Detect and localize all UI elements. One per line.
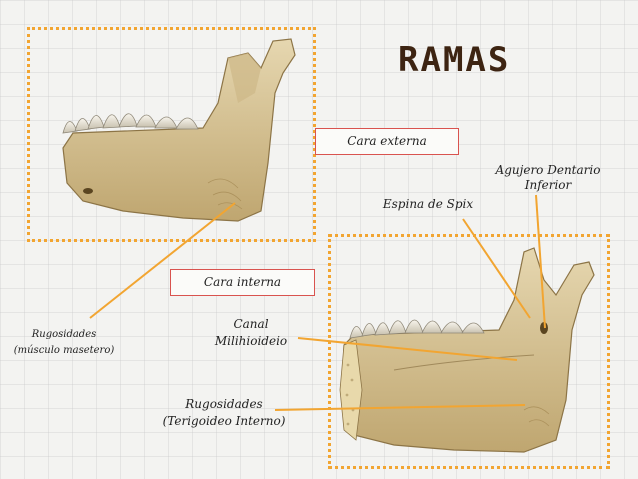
label-agujero-line2: Inferior bbox=[524, 178, 572, 192]
label-canal-line2: Milihioideio bbox=[214, 334, 288, 348]
label-rug-terig-line1: Rugosidades bbox=[185, 397, 263, 411]
pointer-espina-de-spix bbox=[462, 218, 531, 319]
label-cara-interna: Cara interna bbox=[170, 269, 315, 296]
label-canal-line1: Canal bbox=[233, 317, 269, 331]
pointer-agujero-dentario bbox=[535, 194, 546, 329]
mandible-medial-view-illustration bbox=[339, 247, 595, 453]
label-agujero-line1: Agujero Dentario bbox=[495, 163, 601, 177]
pointer-canal-milihioideo bbox=[297, 337, 518, 361]
label-rugosidades-terigoideo: Rugosidades (Terigoideo Interno) bbox=[146, 396, 302, 430]
label-agujero-dentario: Agujero Dentario Inferior bbox=[478, 163, 618, 193]
label-canal-milihioideio: Canal Milihioideio bbox=[196, 316, 306, 350]
medial-view-frame bbox=[328, 234, 610, 469]
label-cara-externa: Cara externa bbox=[315, 128, 459, 155]
label-rugosidades-masetero: Rugosidades (músculo masetero) bbox=[2, 327, 126, 359]
label-rug-terig-line2: (Terigoideo Interno) bbox=[162, 414, 286, 428]
lateral-view-frame bbox=[27, 27, 316, 242]
label-espina-de-spix: Espina de Spix bbox=[382, 197, 474, 211]
label-rug-masetero-line1: Rugosidades bbox=[31, 329, 97, 340]
label-rug-masetero-line2: (músculo masetero) bbox=[13, 345, 115, 356]
mandible-lateral-view-illustration bbox=[62, 38, 296, 222]
slide-title: RAMAS bbox=[398, 40, 511, 80]
pointer-rugosidades-terigoideo bbox=[274, 404, 526, 411]
pointer-rugosidades-masetero bbox=[89, 202, 236, 319]
